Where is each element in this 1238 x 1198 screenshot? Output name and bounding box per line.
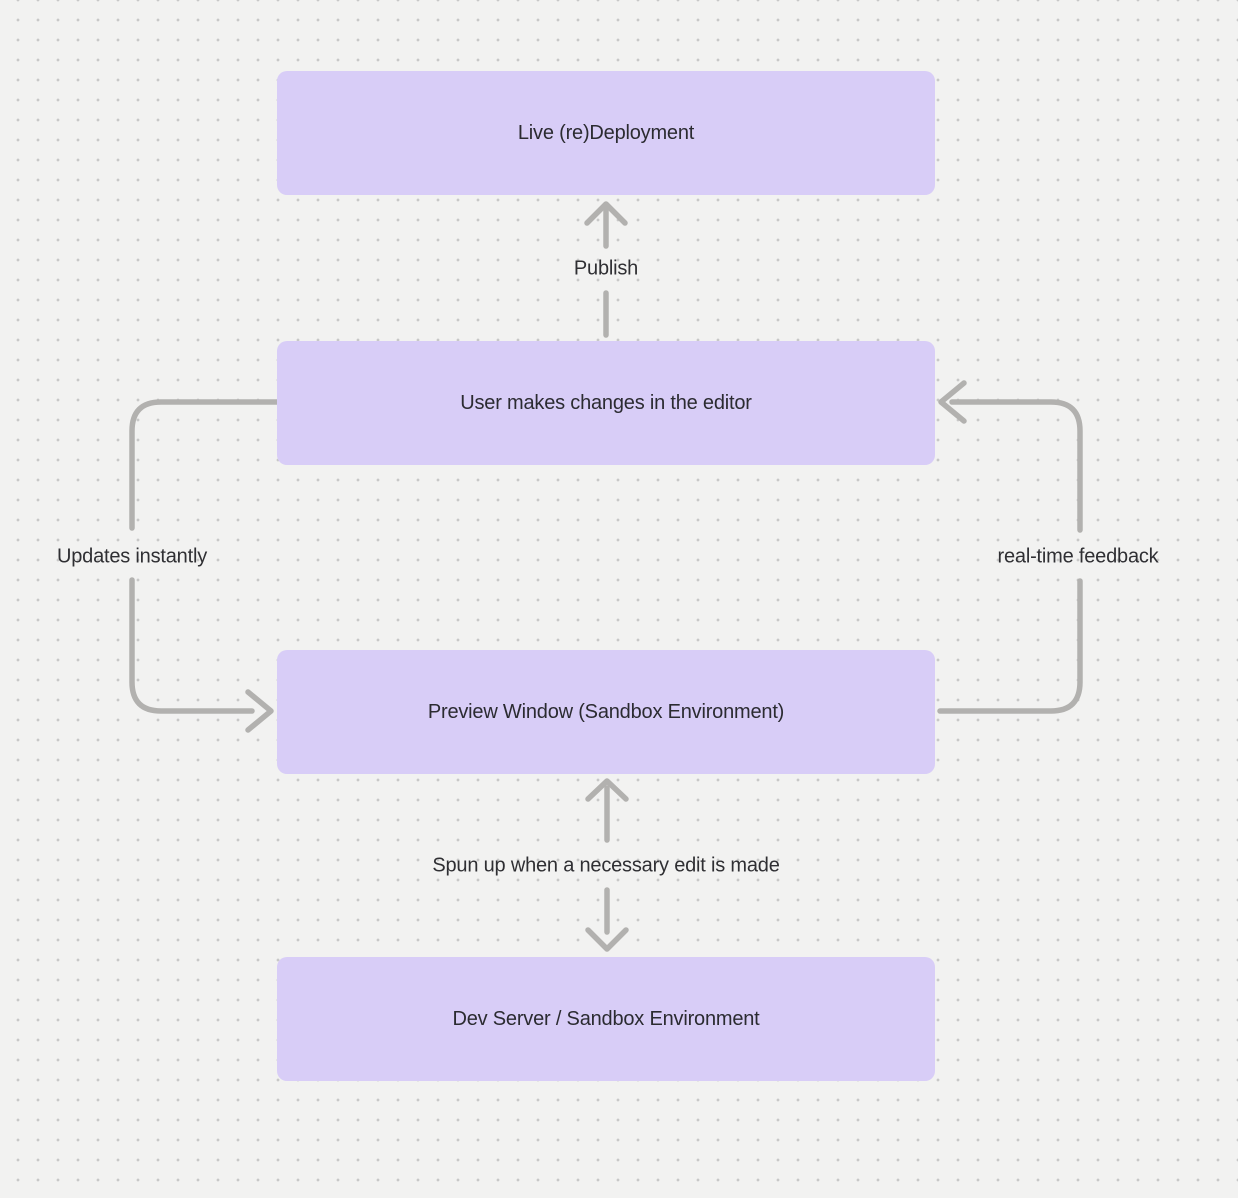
updates-arrow-lower-segment [129, 577, 255, 714]
feedback-arrow-lower-segment [937, 578, 1083, 714]
arrowhead-down-icon [585, 927, 629, 952]
node-live-redeployment-label: Live (re)Deployment [517, 121, 695, 144]
node-preview-window-label: Preview Window (Sandbox Environment) [427, 700, 785, 723]
feedback-arrow-upper-segment [949, 399, 1083, 533]
updates-arrow-upper-segment [129, 399, 280, 531]
node-user-makes-changes-label: User makes changes in the editor [460, 391, 752, 414]
node-preview-window[interactable]: Preview Window (Sandbox Environment) [277, 650, 935, 774]
node-dev-server[interactable]: Dev Server / Sandbox Environment [277, 957, 935, 1081]
arrowhead-up-icon [585, 778, 629, 802]
edge-label-updates-instantly[interactable]: Updates instantly [56, 545, 208, 568]
publish-arrow[interactable] [584, 201, 628, 338]
edge-label-publish[interactable]: Publish [573, 257, 639, 280]
node-user-makes-changes[interactable]: User makes changes in the editor [277, 341, 935, 465]
real-time-feedback-arrow[interactable] [937, 380, 1083, 714]
arrowhead-up-icon [584, 201, 628, 226]
arrowhead-left-icon [938, 380, 967, 424]
updates-instantly-arrow[interactable] [129, 399, 280, 733]
node-dev-server-label: Dev Server / Sandbox Environment [452, 1007, 760, 1030]
arrowhead-right-icon [245, 689, 274, 733]
spun-up-arrow[interactable] [585, 778, 629, 952]
node-live-redeployment[interactable]: Live (re)Deployment [277, 71, 935, 195]
edge-label-spun-up[interactable]: Spun up when a necessary edit is made [432, 854, 780, 877]
edge-label-real-time-feedback[interactable]: real-time feedback [997, 545, 1159, 568]
